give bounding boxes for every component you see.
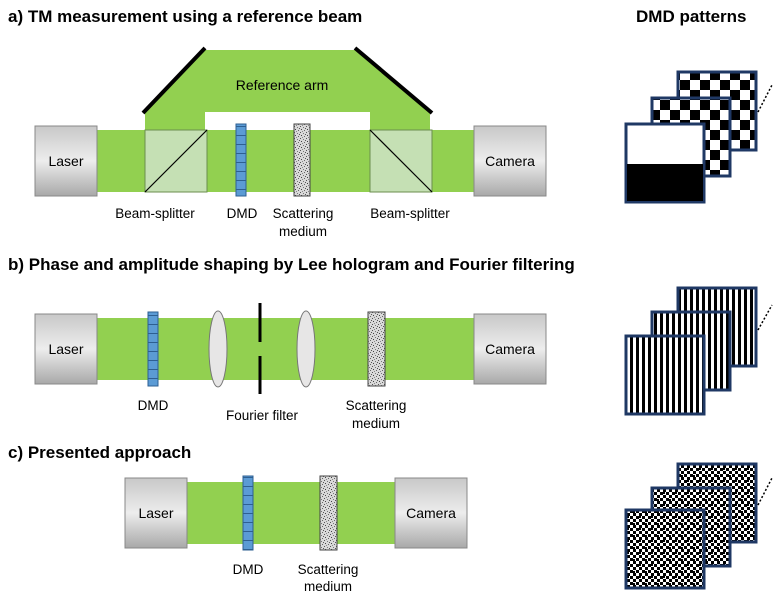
panel-a: a) TM measurement using a reference beam… xyxy=(8,7,547,239)
panel-b: b) Phase and amplitude shaping by Lee ho… xyxy=(8,255,575,431)
panel-c: c) Presented approach Laser Camera DMD S… xyxy=(8,443,468,594)
camera-box xyxy=(473,125,547,197)
panel-b-title: b) Phase and amplitude shaping by Lee ho… xyxy=(8,255,575,274)
dmd-patterns-title: DMD patterns xyxy=(636,7,747,26)
laser-label-c: Laser xyxy=(138,505,173,521)
main-beam-c xyxy=(185,482,405,544)
camera-box-b xyxy=(473,313,547,385)
scattering-b-label-1: Scattering xyxy=(346,398,407,413)
more-patterns-dots-b xyxy=(757,304,773,331)
lens-1 xyxy=(208,310,228,388)
mirror-right xyxy=(353,46,434,115)
laser-label: Laser xyxy=(48,153,83,169)
camera-label: Camera xyxy=(485,153,535,169)
dmd-a-label: DMD xyxy=(227,206,258,221)
laser-box-b xyxy=(34,313,98,385)
lens-2 xyxy=(296,310,316,388)
camera-label-b: Camera xyxy=(485,341,535,357)
pattern-stack-b xyxy=(624,286,773,416)
dmd-patterns: DMD patterns xyxy=(624,7,773,590)
scattering-c-label-1: Scattering xyxy=(298,562,359,577)
more-patterns-dots-a xyxy=(757,84,773,113)
scattering-medium-b xyxy=(367,311,386,387)
reference-arm-label: Reference arm xyxy=(236,77,329,93)
pattern-stack-a xyxy=(624,70,773,204)
panel-c-title: c) Presented approach xyxy=(8,443,191,462)
dmd-c-label: DMD xyxy=(233,562,264,577)
dmd-b-label: DMD xyxy=(138,398,169,413)
laser-label-b: Laser xyxy=(48,341,83,357)
dmd-b xyxy=(147,311,159,387)
laser-box-c xyxy=(124,477,188,549)
beam-splitter-left-label: Beam-splitter xyxy=(115,206,195,221)
panel-a-title: a) TM measurement using a reference beam xyxy=(8,7,362,26)
more-patterns-dots-c xyxy=(757,477,773,506)
mirror-left xyxy=(141,46,207,115)
scattering-b-label-2: medium xyxy=(352,416,400,431)
scattering-medium-c xyxy=(319,475,338,551)
dmd-c xyxy=(242,475,254,551)
scattering-medium-a xyxy=(293,123,311,197)
beam-splitter-right-label: Beam-splitter xyxy=(370,206,450,221)
laser-box xyxy=(34,125,98,197)
reference-arm-beam xyxy=(145,50,430,130)
pattern-stack-c xyxy=(624,462,773,590)
camera-box-c xyxy=(394,477,468,549)
camera-label-c: Camera xyxy=(406,505,456,521)
main-beam-b xyxy=(95,318,485,380)
fourier-filter-label: Fourier filter xyxy=(226,408,299,423)
dmd-a xyxy=(235,123,247,197)
scattering-a-label-1: Scattering xyxy=(273,206,334,221)
scattering-a-label-2: medium xyxy=(279,224,327,239)
scattering-c-label-2: medium xyxy=(304,579,352,594)
